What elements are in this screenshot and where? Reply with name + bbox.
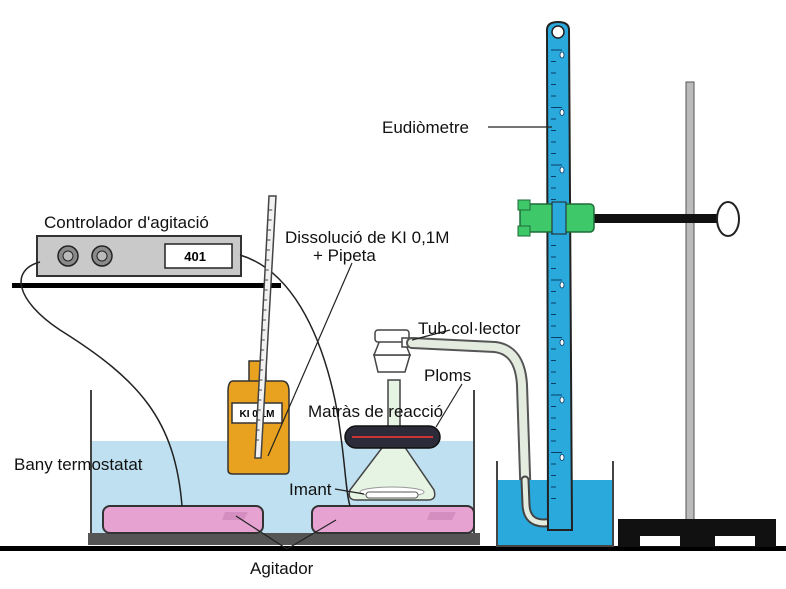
eudiometer-marker (559, 281, 565, 289)
eudiometer-marker (559, 454, 565, 461)
eudiometer (545, 20, 574, 531)
lab-stand (618, 81, 776, 547)
controller-display-value: 401 (184, 249, 206, 264)
label-bany: Bany termostatat (14, 455, 143, 474)
eudiometer-marker (559, 166, 565, 174)
stir-magnet (365, 491, 419, 499)
label-pipeta: + Pipeta (313, 246, 376, 265)
stirring-controller: 401 (36, 235, 242, 277)
label-ploms: Ploms (424, 366, 471, 385)
label-imant: Imant (289, 480, 332, 499)
eudiometer-marker (559, 396, 565, 404)
eudiometer-marker (559, 109, 565, 116)
cable-right (239, 254, 351, 507)
controller-shelf (12, 283, 281, 288)
label-matras: Matràs de reacció (308, 402, 443, 421)
pipette (254, 195, 277, 459)
label-controlador: Controlador d'agitació (44, 213, 209, 232)
cable-left (20, 261, 183, 507)
clamp-screw (716, 201, 740, 237)
eudiometer-marker (559, 339, 565, 346)
label-dissolucio: Dissolució de KI 0,1M (285, 228, 449, 247)
bench-surface (0, 546, 786, 551)
eudiometer-clamp (517, 199, 595, 237)
eudiometer-marker (559, 51, 565, 59)
label-agitador: Agitador (250, 559, 314, 578)
stirrer-right (311, 505, 475, 534)
controller-display (164, 243, 233, 269)
clamp-rod (585, 214, 717, 223)
stirrer-left (102, 505, 264, 534)
label-tub-collector: Tub col·lector (418, 319, 521, 338)
leader-lines (235, 126, 552, 550)
label-eudiometre: Eudiòmetre (382, 118, 469, 137)
